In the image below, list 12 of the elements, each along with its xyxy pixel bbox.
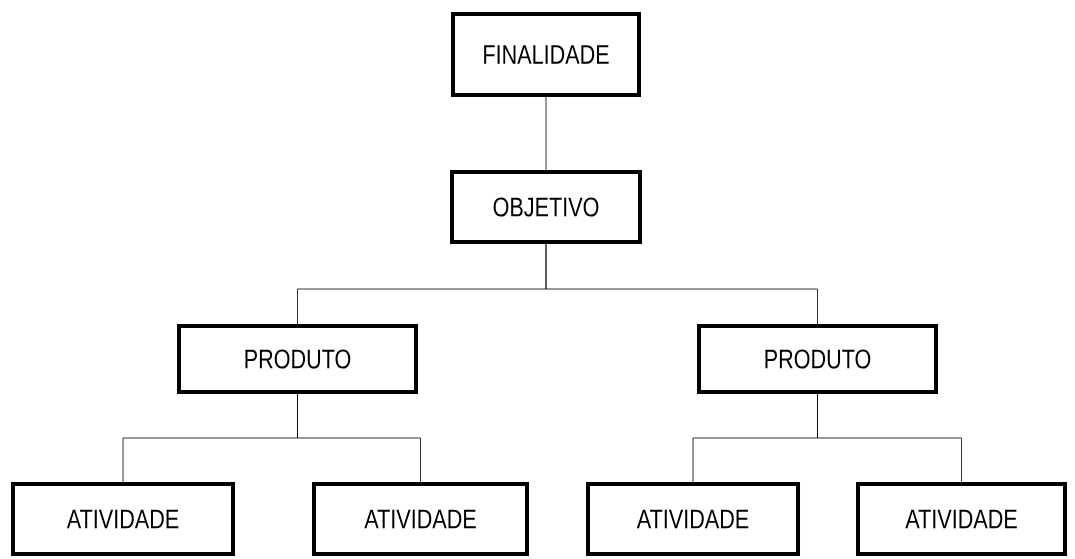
- label-box: ATIVIDADE: [312, 482, 529, 556]
- connector-line: [545, 96, 547, 171]
- connector-line: [545, 243, 818, 325]
- connector-line: [297, 393, 421, 483]
- label-box: FINALIDADE: [451, 12, 641, 97]
- label-box: PRODUTO: [697, 324, 938, 394]
- label-box: ATIVIDADE: [856, 482, 1067, 556]
- label-box: ATIVIDADE: [11, 482, 235, 556]
- label-box: OBJETIVO: [450, 170, 642, 244]
- label-box: PRODUTO: [177, 324, 418, 394]
- connector-line: [817, 393, 962, 483]
- label-box: ATIVIDADE: [586, 482, 800, 556]
